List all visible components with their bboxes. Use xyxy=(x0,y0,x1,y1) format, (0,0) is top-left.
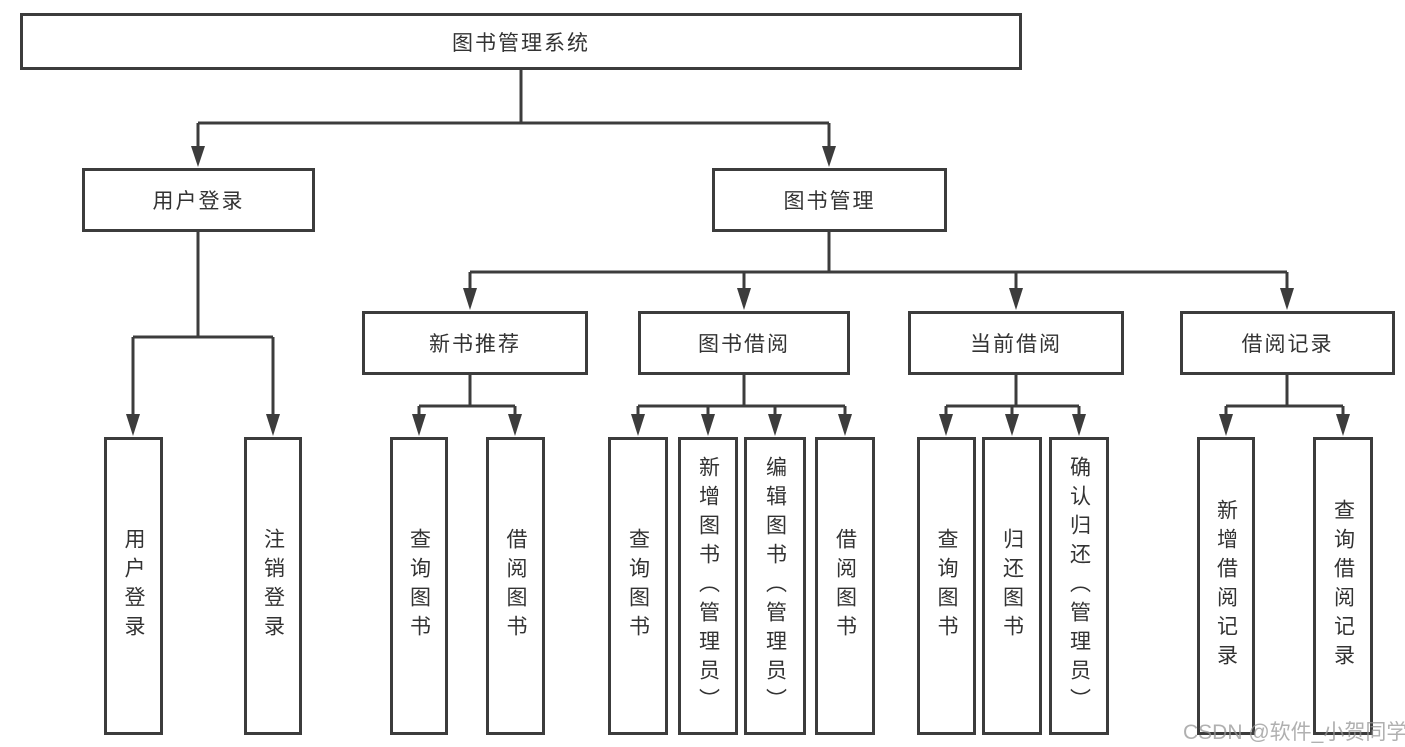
node-current-borrowing: 当前借阅 xyxy=(908,311,1124,375)
node-label: 新增借阅记录 xyxy=(1214,499,1238,673)
node-leaf-add-borrow-record: 新增借阅记录 xyxy=(1197,437,1255,735)
node-label: 借阅图书 xyxy=(504,528,527,644)
node-book-management-module: 图书管理 xyxy=(712,168,947,232)
node-leaf-borrow-books: 借阅图书 xyxy=(486,437,545,735)
csdn-watermark: CSDN @软件_小贺同学 xyxy=(1183,721,1405,744)
connector-newbook-to-children xyxy=(412,375,522,436)
node-label: 查询借阅记录 xyxy=(1331,499,1355,673)
node-label: 图书管理 xyxy=(783,190,876,213)
connector-record-to-children xyxy=(1219,375,1350,436)
node-leaf-borrow-books: 借阅图书 xyxy=(815,437,875,735)
node-leaf-add-books-admin: 新增图书（管理员） xyxy=(678,437,738,735)
node-library-system: 图书管理系统 xyxy=(20,13,1022,70)
node-leaf-query-borrow-record: 查询借阅记录 xyxy=(1313,437,1373,735)
node-new-book-recommendation: 新书推荐 xyxy=(362,311,588,375)
node-label: 用户登录 xyxy=(122,528,145,644)
node-label: 查询图书 xyxy=(935,528,958,644)
node-label: 查询图书 xyxy=(626,528,650,644)
node-label: 借阅图书 xyxy=(833,528,857,644)
node-leaf-query-books: 查询图书 xyxy=(608,437,668,735)
node-label: 借阅记录 xyxy=(1241,333,1334,356)
node-label: 图书管理系统 xyxy=(452,31,590,55)
node-leaf-query-books: 查询图书 xyxy=(917,437,976,735)
node-leaf-confirm-return-admin: 确认归还（管理员） xyxy=(1049,437,1109,735)
node-label: 注销登录 xyxy=(261,528,285,644)
node-leaf-return-books: 归还图书 xyxy=(982,437,1042,735)
node-leaf-logout: 注销登录 xyxy=(244,437,302,735)
node-book-borrowing: 图书借阅 xyxy=(638,311,850,375)
node-user-login-module: 用户登录 xyxy=(82,168,315,232)
node-label: 新增图书（管理员） xyxy=(696,455,720,717)
node-label: 查询图书 xyxy=(407,528,431,644)
node-label: 归还图书 xyxy=(1000,528,1024,644)
node-leaf-user-login: 用户登录 xyxy=(104,437,163,735)
node-leaf-query-books: 查询图书 xyxy=(390,437,448,735)
node-label: 当前借阅 xyxy=(970,333,1062,356)
node-label: 用户登录 xyxy=(152,190,245,213)
node-leaf-edit-books-admin: 编辑图书（管理员） xyxy=(744,437,806,735)
node-label: 新书推荐 xyxy=(429,333,521,356)
connector-root-to-level2 xyxy=(191,70,836,167)
connector-borrow-to-children xyxy=(631,375,852,436)
connector-userlogin-to-children xyxy=(126,232,280,436)
connector-current-to-children xyxy=(939,375,1086,436)
node-borrowing-records: 借阅记录 xyxy=(1180,311,1395,375)
node-label: 图书借阅 xyxy=(698,333,790,356)
node-label: 确认归还（管理员） xyxy=(1067,455,1091,717)
node-label: 编辑图书（管理员） xyxy=(763,455,787,717)
connector-bookmgmt-to-level3 xyxy=(463,232,1294,310)
